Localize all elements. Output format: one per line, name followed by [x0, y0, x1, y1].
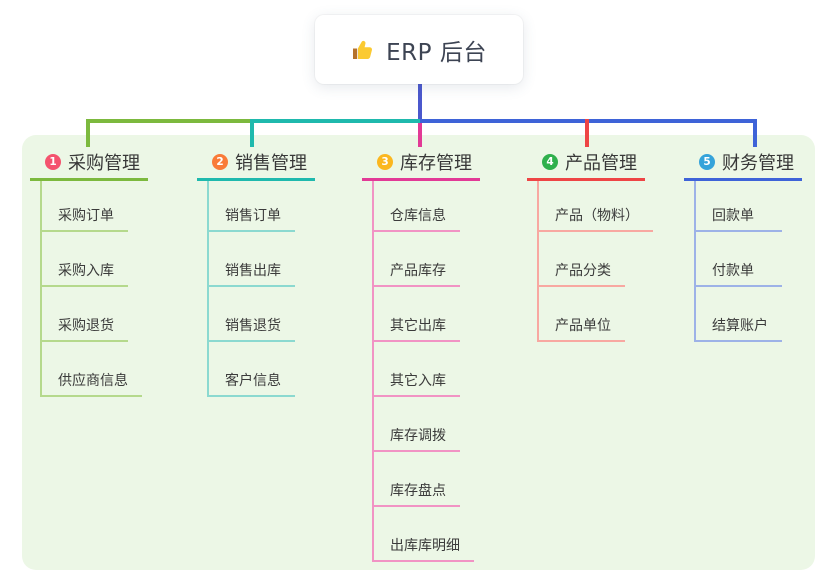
- connector-bus-segment-2: [250, 119, 420, 123]
- child-node-label: 库存盘点: [390, 483, 446, 499]
- child-node[interactable]: 销售出库: [209, 232, 295, 287]
- child-node-label: 销售出库: [225, 263, 281, 279]
- connector-root-line: [418, 84, 422, 123]
- connector-drop-product: [585, 119, 589, 147]
- root-node[interactable]: ERP 后台: [315, 15, 523, 84]
- child-node-label: 产品分类: [555, 263, 611, 279]
- child-node[interactable]: 付款单: [696, 232, 782, 287]
- branch-title-purchase[interactable]: 1 采购管理: [30, 146, 148, 181]
- child-node-label: 其它出库: [390, 318, 446, 334]
- child-node-label: 采购入库: [58, 263, 114, 279]
- child-node-label: 产品（物料）: [555, 208, 639, 224]
- connector-drop-sales: [250, 119, 254, 147]
- child-node-label: 销售订单: [225, 208, 281, 224]
- child-node-label: 仓库信息: [390, 208, 446, 224]
- child-node[interactable]: 库存盘点: [374, 452, 460, 507]
- branch-finance: 5 财务管理 回款单付款单结算账户: [684, 146, 802, 342]
- branch-children-inventory: 仓库信息产品库存其它出库其它入库库存调拨库存盘点出库库明细: [372, 181, 474, 562]
- branch-inventory: 3 库存管理 仓库信息产品库存其它出库其它入库库存调拨库存盘点出库库明细: [362, 146, 480, 562]
- branch-product: 4 产品管理 产品（物料） 产品分类产品单位: [527, 146, 653, 342]
- child-node-label: 其它入库: [390, 373, 446, 389]
- branch-title-inventory[interactable]: 3 库存管理: [362, 146, 480, 181]
- child-node[interactable]: 结算账户: [696, 287, 782, 342]
- branch-title-label: 财务管理: [722, 153, 794, 174]
- child-node-label: 付款单: [712, 263, 754, 279]
- connector-drop-finance: [753, 119, 757, 147]
- child-node[interactable]: 产品分类: [539, 232, 625, 287]
- root-node-label: ERP 后台: [386, 39, 487, 66]
- branch-children-product: 产品（物料） 产品分类产品单位: [537, 181, 653, 342]
- child-node[interactable]: 采购入库: [42, 232, 128, 287]
- child-node[interactable]: 销售退货: [209, 287, 295, 342]
- child-node-label: 客户信息: [225, 373, 281, 389]
- child-node[interactable]: 采购订单: [42, 181, 128, 232]
- child-node[interactable]: 客户信息: [209, 342, 295, 397]
- child-node[interactable]: 其它入库: [374, 342, 460, 397]
- branch-number-badge: 5: [699, 154, 715, 170]
- child-node-label: 出库库明细: [390, 538, 460, 554]
- branch-children-sales: 销售订单销售出库销售退货客户信息: [207, 181, 295, 397]
- child-node[interactable]: 库存调拨: [374, 397, 460, 452]
- connector-bus-segment-1: [86, 119, 252, 123]
- child-node[interactable]: 其它出库: [374, 287, 460, 342]
- branch-purchase: 1 采购管理 采购订单采购入库采购退货供应商信息: [30, 146, 148, 397]
- branch-number-badge: 1: [45, 154, 61, 170]
- branch-title-label: 采购管理: [68, 153, 140, 174]
- branch-title-label: 销售管理: [235, 153, 307, 174]
- child-node-label: 采购订单: [58, 208, 114, 224]
- branch-sales: 2 销售管理 销售订单销售出库销售退货客户信息: [197, 146, 315, 397]
- child-node[interactable]: 产品单位: [539, 287, 625, 342]
- child-node-label: 结算账户: [712, 318, 768, 334]
- branch-title-sales[interactable]: 2 销售管理: [197, 146, 315, 181]
- child-node-label: 采购退货: [58, 318, 114, 334]
- branch-title-label: 产品管理: [565, 153, 637, 174]
- child-node[interactable]: 回款单: [696, 181, 782, 232]
- thumbs-up-icon: [351, 38, 375, 62]
- connector-drop-purchase: [86, 119, 90, 147]
- mindmap-panel: [22, 135, 815, 570]
- branch-title-product[interactable]: 4 产品管理: [527, 146, 645, 181]
- child-node-label: 供应商信息: [58, 373, 128, 389]
- branch-title-label: 库存管理: [400, 153, 472, 174]
- branch-children-finance: 回款单付款单结算账户: [694, 181, 782, 342]
- child-node[interactable]: 采购退货: [42, 287, 128, 342]
- child-node-label: 销售退货: [225, 318, 281, 334]
- connector-drop-inventory: [418, 123, 422, 147]
- branch-number-badge: 4: [542, 154, 558, 170]
- child-node[interactable]: 供应商信息: [42, 342, 142, 397]
- branch-title-finance[interactable]: 5 财务管理: [684, 146, 802, 181]
- branch-number-badge: 3: [377, 154, 393, 170]
- child-node-label: 产品库存: [390, 263, 446, 279]
- child-node-label: 库存调拨: [390, 428, 446, 444]
- branch-number-badge: 2: [212, 154, 228, 170]
- child-node[interactable]: 产品（物料）: [539, 181, 653, 232]
- child-node[interactable]: 产品库存: [374, 232, 460, 287]
- child-node[interactable]: 销售订单: [209, 181, 295, 232]
- child-node-label: 产品单位: [555, 318, 611, 334]
- child-node[interactable]: 仓库信息: [374, 181, 460, 232]
- branch-children-purchase: 采购订单采购入库采购退货供应商信息: [40, 181, 142, 397]
- child-node-label: 回款单: [712, 208, 754, 224]
- child-node[interactable]: 出库库明细: [374, 507, 474, 562]
